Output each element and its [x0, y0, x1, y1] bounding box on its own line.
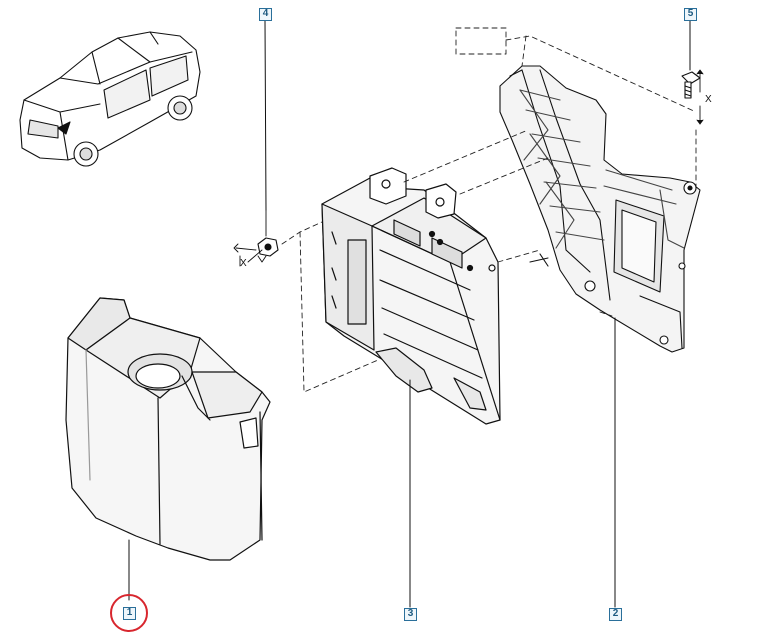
nut-fastener-icon [257, 209, 279, 257]
callout-part-3[interactable]: 3 [404, 608, 417, 621]
bolt-torque-label: X [705, 94, 712, 105]
callout-leader-lines [128, 20, 691, 608]
callout-part-2[interactable]: 2 [609, 608, 622, 621]
callout-label: 2 [612, 608, 619, 619]
vehicle-thumbnail-icon [19, 31, 201, 167]
ecu-protective-cover [65, 297, 271, 561]
callout-label: 5 [687, 8, 694, 19]
nut-torque-dimension [233, 243, 267, 267]
highlight-ring-part-1 [110, 594, 148, 632]
engine-control-unit [321, 167, 501, 425]
bolt-fastener-icon [681, 71, 701, 99]
callout-label: 4 [262, 8, 269, 19]
callout-label: 3 [407, 608, 414, 619]
nut-torque-label: X [240, 258, 247, 269]
callout-part-4[interactable]: 4 [259, 8, 272, 21]
ecu-mounting-bracket [499, 65, 701, 353]
callout-part-5[interactable]: 5 [684, 8, 697, 21]
assembly-dashed-lines [281, 27, 697, 393]
bolt-torque-dimension [696, 69, 704, 125]
